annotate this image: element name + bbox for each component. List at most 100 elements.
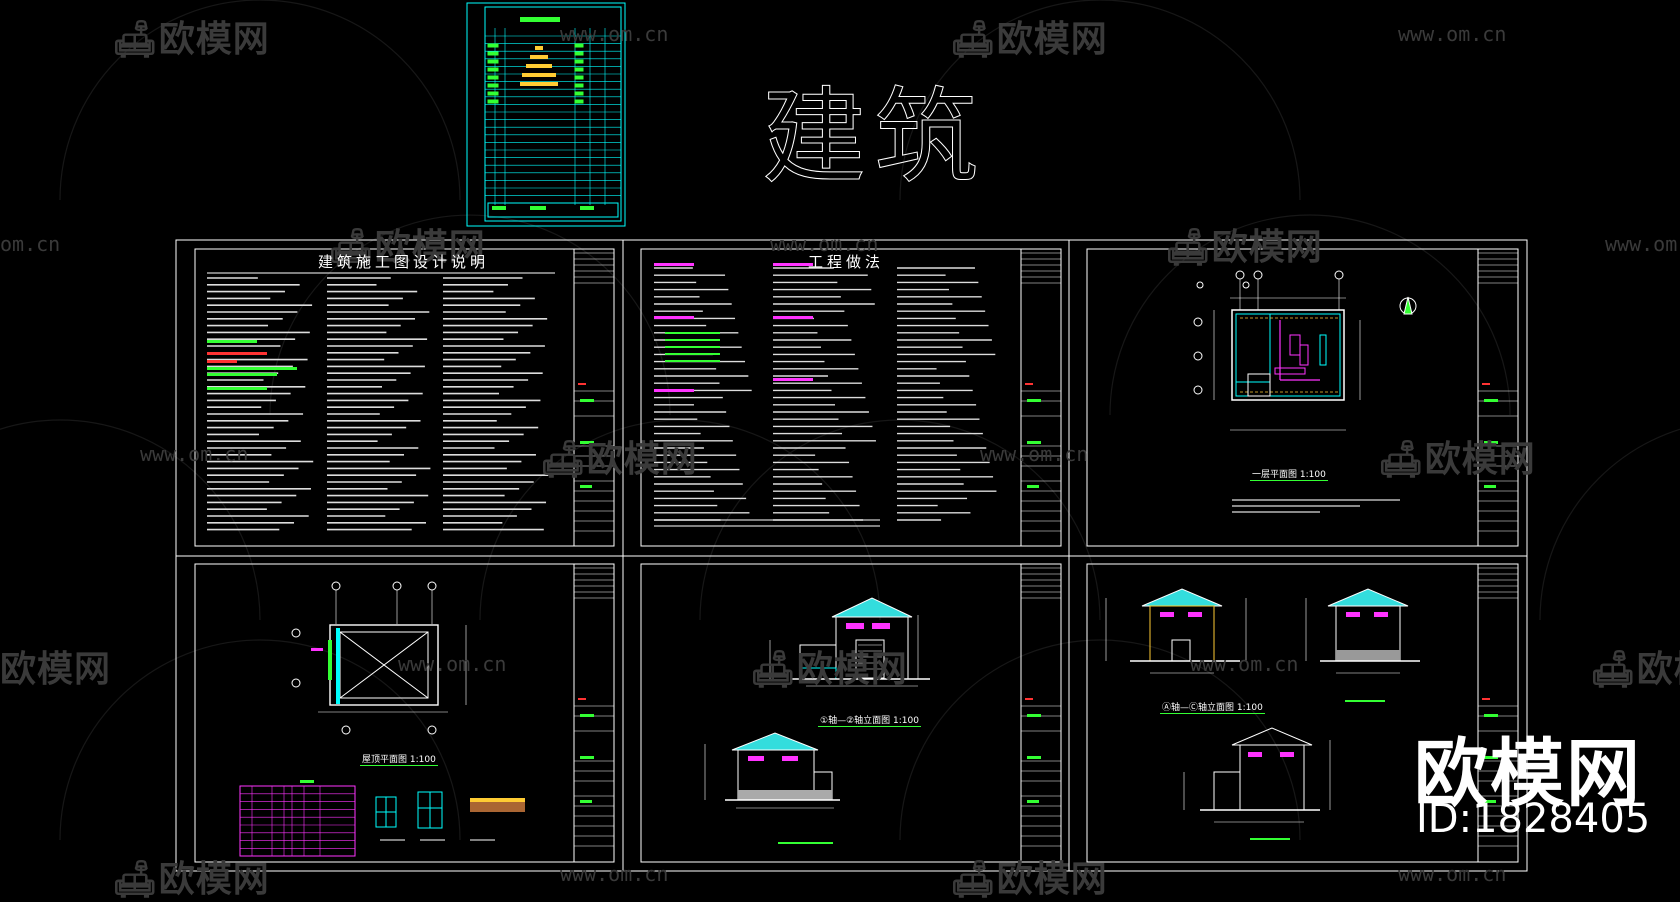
sofa-logo-icon: 🛋: [112, 19, 159, 60]
watermark-arc: [0, 419, 261, 621]
axis-bubble: [1193, 385, 1203, 395]
door-elevation: [1171, 639, 1191, 662]
entry-step: [1247, 373, 1271, 397]
sheet-title-construction-methods: 工程做法: [808, 253, 885, 271]
sofa-logo-icon: 🛋: [950, 19, 997, 60]
axis-bubble: [341, 725, 351, 735]
equipment-box: [1299, 344, 1309, 366]
index-green-mark: [487, 43, 499, 48]
design-notes-text: [207, 272, 555, 531]
title-block-green-mark: [1027, 399, 1041, 402]
index-green-mark: [487, 51, 499, 56]
caption-elevation-1-2: ①轴—②轴立面图 1:100: [818, 713, 921, 727]
title-block-green-mark: [580, 756, 594, 759]
title-block-red-mark: [578, 383, 586, 385]
index-inner-frame: [484, 6, 622, 222]
plan-outer-wall: [1231, 309, 1345, 401]
index-green-mark: [574, 83, 584, 88]
title-block-green-mark: [580, 485, 592, 488]
north-arrow-icon: [1403, 296, 1413, 315]
window-section: [1248, 752, 1262, 757]
axis-bubble: [427, 581, 437, 591]
watermark-url: www.om.cn: [560, 862, 669, 886]
watermark-arc: [1539, 428, 1680, 621]
watermark-logo: 🛋欧模网: [750, 649, 908, 690]
equipment-box: [1274, 367, 1306, 375]
roof-gutter: [336, 628, 340, 704]
title-block-red-mark: [1482, 383, 1490, 385]
red-text-line: [207, 352, 267, 355]
watermark-arcs: [0, 0, 1680, 841]
watermark-logo: 🛋欧模网: [1378, 439, 1536, 480]
sofa-logo-icon: 🛋: [112, 859, 159, 900]
title-block-red-mark: [1025, 698, 1033, 700]
watermark-url: www.om.cn: [980, 442, 1089, 466]
roof-elevation: [1141, 588, 1223, 607]
window-elevation: [748, 756, 764, 761]
green-text-line: [665, 339, 720, 341]
title-block-green-mark: [580, 441, 594, 444]
index-green-mark: [487, 83, 499, 88]
axis-bubble: [1196, 281, 1204, 289]
axis-bubble: [392, 581, 402, 591]
index-green-mark: [487, 75, 499, 80]
brand-logo-text: 欧模网: [1414, 731, 1642, 817]
sheet-0: [194, 248, 615, 547]
title-block-green-mark: [580, 800, 592, 803]
window-elevation: [872, 623, 890, 629]
window-section: [1280, 752, 1294, 757]
watermark-arc: [1109, 214, 1511, 416]
axis-bubble: [1235, 270, 1245, 280]
axis-bubble: [1193, 351, 1203, 361]
title-block-green-mark: [1027, 441, 1041, 444]
index-yellow-block: [530, 55, 548, 59]
door-elevation: [855, 639, 885, 679]
title-block-green-mark: [1484, 485, 1496, 488]
sheet-inner-frame: [1086, 563, 1519, 863]
green-text-line: [665, 360, 720, 362]
sofa-logo-icon: 🛋: [328, 227, 375, 268]
watermark-logo: 欧模网: [0, 649, 112, 690]
index-green-mark: [574, 91, 584, 96]
title-block-green-mark: [1027, 485, 1039, 488]
sheet-3: [194, 563, 615, 863]
caption-roof-plan: 屋顶平面图 1:100: [360, 752, 438, 766]
window-elevation: [1346, 612, 1360, 617]
caption-elevation-a-c: Ⓐ轴—Ⓒ轴立面图 1:100: [1160, 700, 1265, 714]
index-yellow-block: [535, 46, 543, 50]
window-details: [375, 791, 525, 841]
sofa-logo-icon: 🛋: [540, 439, 587, 480]
axis-bubble: [291, 678, 301, 688]
section-annex: [1213, 771, 1241, 811]
watermark-url: www.om.cn: [398, 652, 507, 676]
door-window-schedule: [239, 785, 356, 857]
magenta-heading: [773, 263, 813, 266]
sheet-5: [1086, 563, 1519, 863]
title-block-green-mark: [1027, 714, 1041, 717]
watermark-arc: [899, 639, 1301, 841]
plan-room: [1235, 313, 1271, 383]
title-block-green-mark: [1484, 714, 1498, 717]
index-title-bar: [520, 17, 560, 22]
magenta-heading: [773, 378, 813, 381]
roof-plan: [239, 581, 525, 857]
watermark-logo: 🛋欧模网: [328, 227, 486, 268]
magenta-heading: [654, 263, 694, 266]
sheet-inner-frame: [194, 563, 615, 863]
index-title-block: [487, 202, 619, 218]
index-green-mark: [487, 67, 499, 72]
sheet-inner-frame: [1086, 248, 1519, 547]
watermark-url: www.om.cn: [140, 442, 249, 466]
elevations-sheet: [704, 597, 930, 844]
green-text-line: [207, 367, 297, 370]
watermark-url: www.om.cn: [1398, 862, 1507, 886]
green-text-line: [665, 332, 720, 334]
axis-bubble: [1242, 281, 1250, 289]
title-block-red-mark: [1025, 383, 1033, 385]
watermark-logo: 🛋欧模网: [950, 19, 1108, 60]
sofa-logo-icon: 🛋: [950, 859, 997, 900]
watermark-logo: 🛋欧模网: [112, 19, 270, 60]
equipment-box: [1319, 334, 1327, 366]
elevations-section-sheet: [1105, 588, 1420, 840]
